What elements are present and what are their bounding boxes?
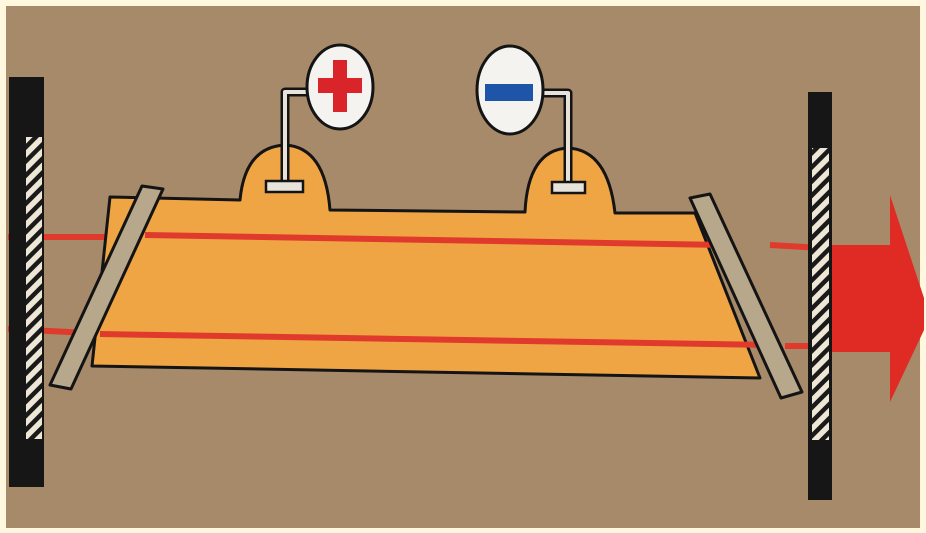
negative-terminal [550,180,587,195]
left-mirror [9,77,44,487]
positive-terminal [264,179,305,194]
minus-icon [485,84,533,101]
negative-electrode [475,44,587,195]
beam-line-bottom [99,331,771,348]
positive-wire [283,90,308,192]
plus-icon [318,60,362,112]
left-brewster-window [48,184,165,391]
beam-line-top [144,232,726,248]
positive-electrode [264,43,375,194]
negative-wire [543,91,570,192]
hatched-mirror-icon [26,137,42,439]
right-mirror [808,92,832,500]
gain-medium-tube [90,143,762,380]
hatched-mirror-icon [812,148,829,440]
arrow-right-icon [832,195,924,402]
right-brewster-window [688,192,804,400]
